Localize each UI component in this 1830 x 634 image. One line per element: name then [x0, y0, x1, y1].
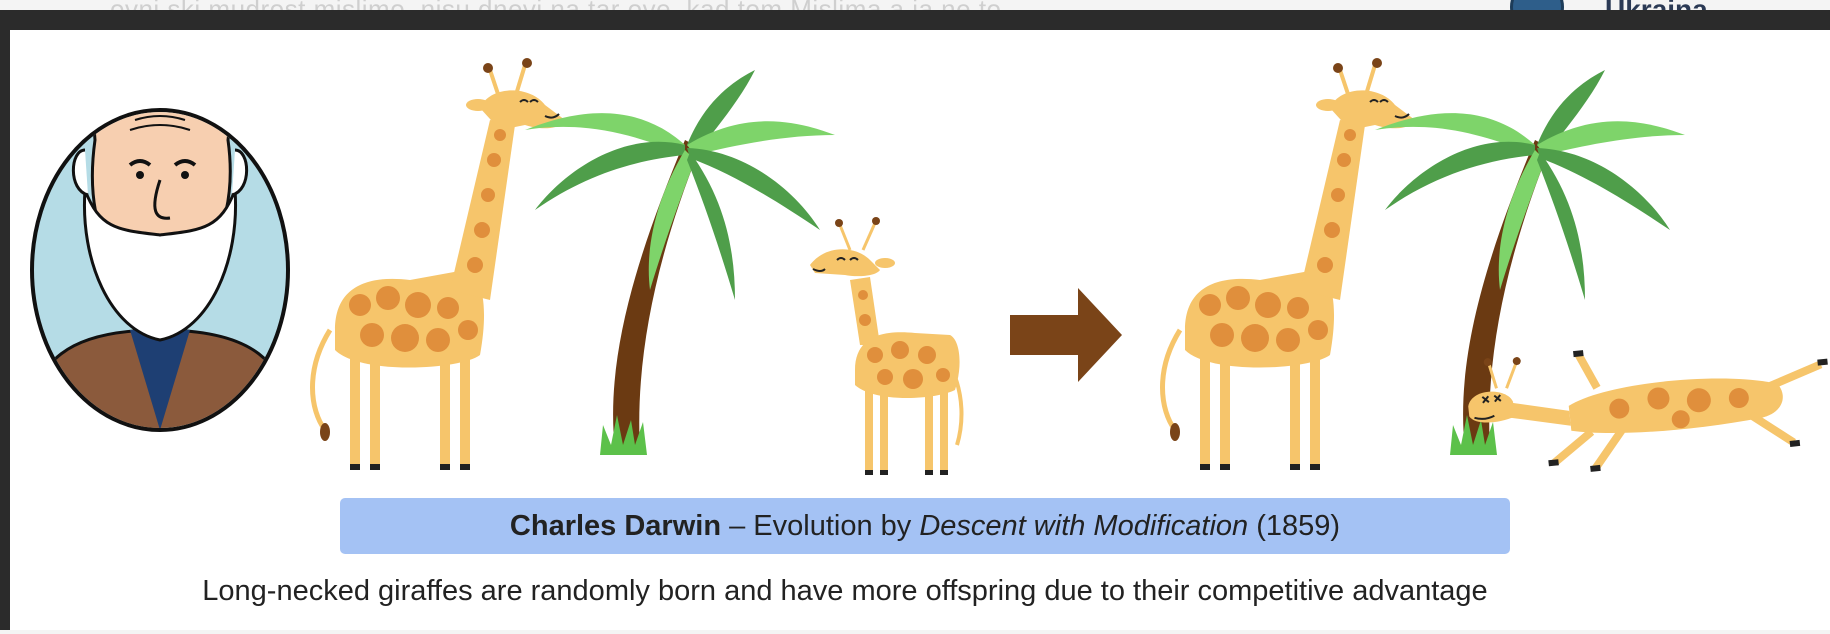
slide-image: Charles Darwin – Evolution by Descent wi…: [10, 30, 1830, 630]
title-year: (1859): [1248, 509, 1341, 542]
title-name: Charles Darwin: [509, 509, 722, 542]
title-banner: Charles Darwin – Evolution by Descent wi…: [340, 498, 1510, 554]
illustration: [30, 30, 1828, 477]
palm-tree-left: [525, 70, 835, 455]
fallen-giraffe: [1468, 350, 1828, 472]
tall-giraffe-left: [313, 58, 566, 470]
slide-caption: Long-necked giraffes are randomly born a…: [202, 575, 1488, 607]
right-arrow-icon: [1010, 288, 1122, 382]
image-frame: Charles Darwin – Evolution by Descent wi…: [0, 10, 1830, 630]
title-dash: – Evolution by: [721, 509, 920, 542]
title-theory: Descent with Modification: [919, 509, 1249, 542]
tall-giraffe-right: [1163, 58, 1416, 470]
darwin-portrait-icon: [30, 108, 290, 432]
short-giraffe-left: [808, 215, 964, 477]
